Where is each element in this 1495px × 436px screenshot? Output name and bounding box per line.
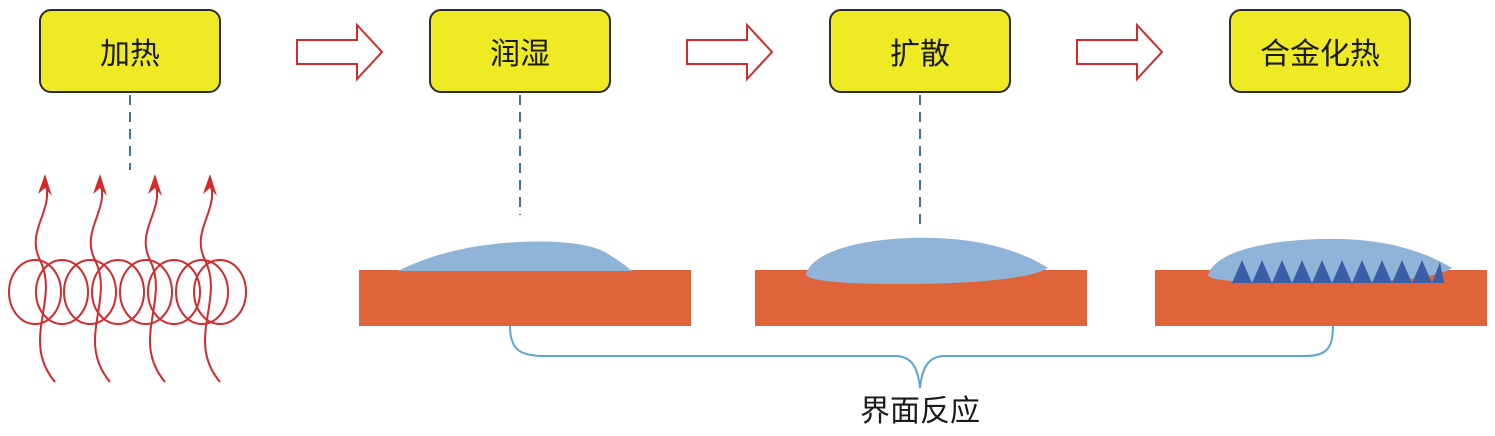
stage-label: 合金化热 — [1260, 37, 1380, 72]
stage-box-heating: 加热 — [39, 9, 221, 93]
solder-drop-alloy — [1208, 238, 1452, 283]
interface-reaction-bracket — [509, 325, 1334, 389]
heat-arrowhead-icon — [38, 174, 52, 196]
solder-drop-wet — [398, 241, 632, 271]
stage-label: 扩散 — [890, 37, 950, 72]
heat-arrowhead-icon — [203, 174, 217, 196]
stage-box-diffusion: 扩散 — [829, 9, 1011, 93]
heat-arrowhead-icon — [148, 174, 162, 196]
intermetallic-layer — [1232, 260, 1444, 283]
process-arrow-icon — [1076, 22, 1164, 82]
heat-coil-icon — [8, 181, 247, 383]
heat-arrowhead-icon — [93, 174, 107, 196]
substrate-wet — [359, 270, 691, 326]
stage-label: 加热 — [100, 37, 160, 72]
process-arrow-icon — [296, 22, 384, 82]
stage-label: 润湿 — [490, 37, 550, 72]
stage-box-wetting: 润湿 — [429, 9, 611, 93]
solder-drop-diffuse — [806, 237, 1048, 284]
bracket-caption: 界面反应 — [860, 394, 980, 429]
stage-box-alloying: 合金化热 — [1229, 9, 1411, 93]
process-arrow-icon — [686, 22, 774, 82]
